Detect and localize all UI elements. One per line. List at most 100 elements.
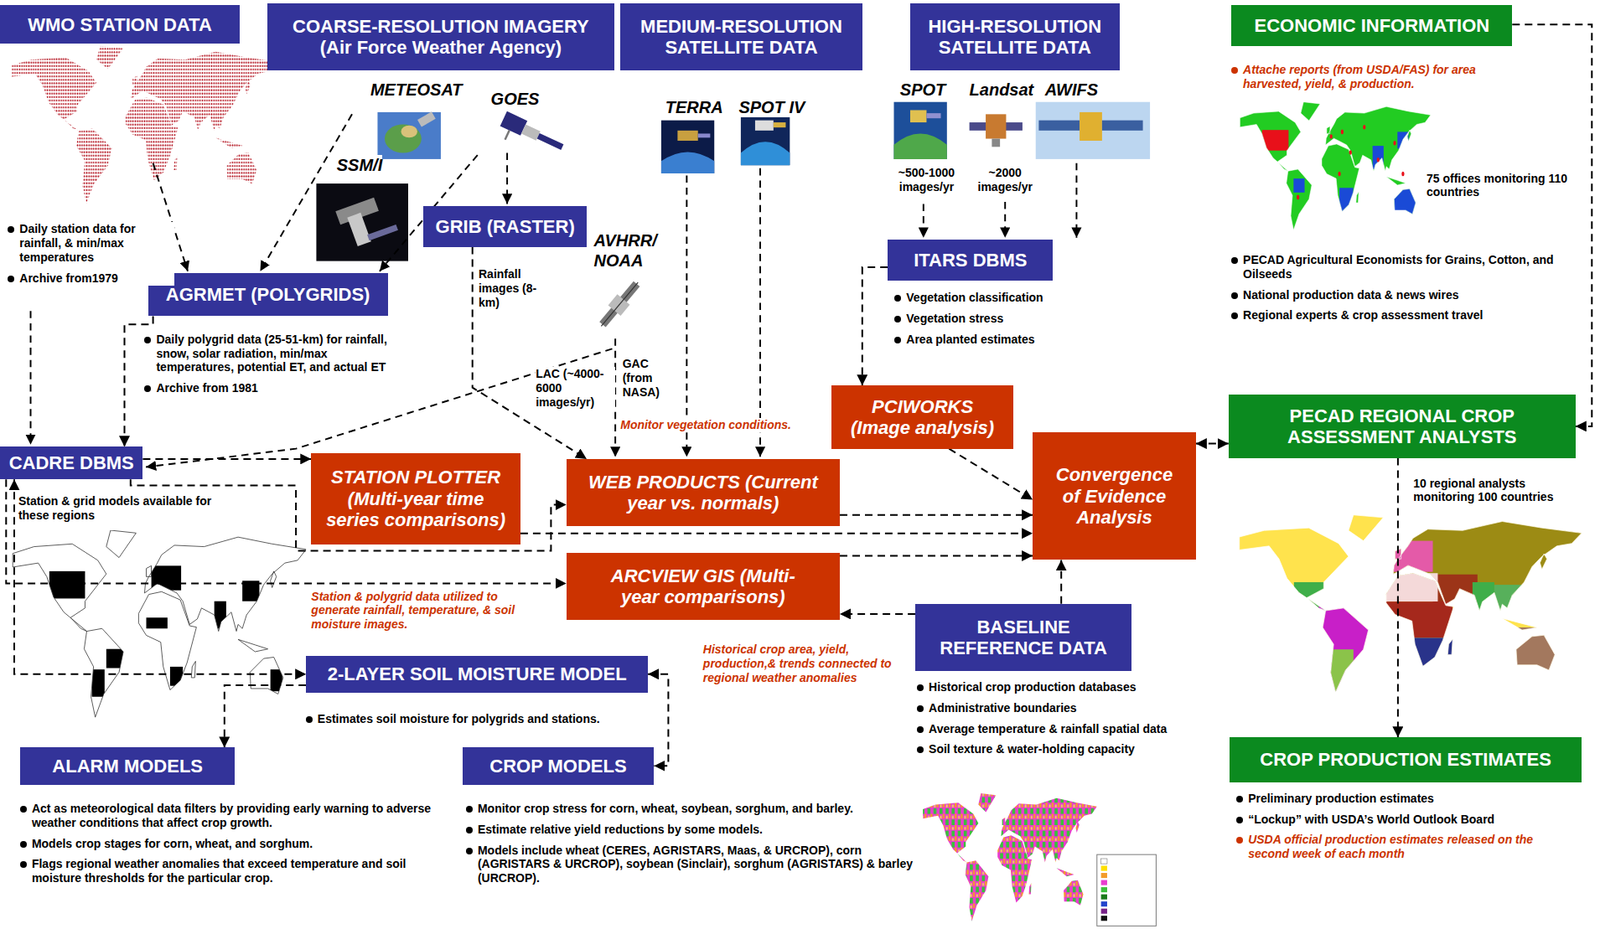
bullet-dot: [1231, 67, 1238, 74]
box-label: HIGH-RESOLUTION SATELLITE DATA: [916, 15, 1114, 59]
bullet-item: Models crop stages for corn, wheat, and …: [18, 837, 452, 852]
process-box: CROP MODELS: [462, 747, 655, 786]
bullet-item: Administrative boundaries: [915, 701, 1222, 716]
spot-picture: [894, 102, 948, 160]
avhrr-picture: [595, 277, 645, 332]
box-label: CROP MODELS: [489, 755, 627, 777]
bullet-dot: [1231, 292, 1238, 300]
bullet-dot: [466, 827, 473, 834]
bullet-list: Act as meteorological data filters by pr…: [18, 802, 452, 886]
text-label: SPOT: [900, 79, 946, 100]
text-label: Landsat: [969, 79, 1035, 100]
bullet-dot: [1236, 817, 1243, 824]
bullet-dot: [7, 226, 15, 234]
box-label: CADRE DBMS: [9, 452, 135, 474]
bullet-item: Preliminary production estimates: [1234, 792, 1577, 807]
bullet-list: Monitor crop stress for corn, wheat, soy…: [464, 802, 914, 886]
dashed-connector: [1196, 443, 1229, 446]
landsat-picture: [965, 102, 1027, 160]
bullet-item: Area planted estimates: [892, 332, 1097, 347]
process-box: COARSE-RESOLUTION IMAGERY (Air Force Wea…: [267, 3, 615, 71]
bullet-list: Preliminary production estimates“Lockup”…: [1234, 792, 1577, 862]
text-label: AWIFS: [1045, 79, 1098, 100]
process-box: ALARM MODELS: [20, 747, 235, 786]
box-label: STATION PLOTTER (Multi-year time series …: [317, 466, 514, 531]
bullet-dot: [916, 684, 924, 692]
process-box: ITARS DBMS: [887, 239, 1053, 281]
bullet-dot: [894, 295, 901, 302]
terra-picture: [661, 120, 715, 174]
process-box: CROP PRODUCTION ESTIMATES: [1229, 737, 1582, 783]
process-box: BASELINE REFERENCE DATA: [915, 604, 1132, 672]
bullet-item: Regional experts & crop assessment trave…: [1229, 308, 1567, 323]
bullet-item: National production data & news wires: [1229, 288, 1567, 303]
box-label: ARCVIEW GIS (Multi-year comparisons): [573, 565, 834, 609]
box-label: AGRMET (POLYGRIDS): [165, 284, 371, 306]
bullet-item: Historical crop production databases: [915, 680, 1222, 695]
dashed-connector: [472, 247, 587, 460]
dashed-connector: [839, 555, 1033, 558]
bullet-item: Archive from 1981: [142, 381, 398, 396]
spot4-picture: [740, 112, 790, 166]
bullet-item: Average temperature & rainfall spatial d…: [915, 722, 1222, 737]
bullet-dot: [1236, 796, 1243, 803]
bullet-item: Daily polygrid data (25-51-km) for rainf…: [142, 332, 398, 375]
soil-map-key: [1097, 854, 1157, 927]
bullet-dot: [20, 841, 27, 849]
bullet-item: Daily station data for rainfall, & min/m…: [5, 222, 175, 265]
text-label: ~2000 images/yr: [969, 165, 1041, 195]
dashed-connector: [839, 514, 1033, 517]
bullet-dot: [1236, 837, 1243, 845]
bullet-list: Vegetation classificationVegetation stre…: [892, 290, 1097, 347]
process-box: AGRMET (POLYGRIDS): [148, 273, 389, 316]
office-map: [1239, 102, 1431, 231]
analyst-region-map: [1239, 515, 1582, 710]
text-label: METEOSAT: [370, 79, 463, 100]
bullet-list: Attache reports (from USDA/FAS) for area…: [1229, 62, 1536, 92]
bullet-dot: [466, 806, 473, 813]
bullet-dot: [144, 336, 151, 344]
bullet-dot: [916, 705, 924, 713]
process-box: MEDIUM-RESOLUTION SATELLITE DATA: [620, 3, 863, 71]
process-box: GRIB (RASTER): [423, 206, 587, 248]
text-label: Monitor vegetation conditions.: [620, 418, 792, 433]
bullet-item: Attache reports (from USDA/FAS) for area…: [1229, 62, 1536, 92]
dashed-connector: [1397, 458, 1399, 739]
box-label: Convergence of Evidence Analysis: [1039, 464, 1190, 529]
dashed-connector: [862, 267, 888, 386]
bullet-dot: [20, 806, 27, 813]
process-box: ECONOMIC INFORMATION: [1231, 5, 1512, 47]
dashed-connector: [224, 685, 306, 748]
box-label: COARSE-RESOLUTION IMAGERY (Air Force Wea…: [274, 15, 608, 59]
ssmi-picture: [315, 183, 409, 262]
text-label: GOES: [491, 88, 540, 109]
dashed-connector: [1060, 559, 1062, 604]
bullet-dot: [20, 861, 27, 869]
box-label: WEB PRODUCTS (Current year vs. normals): [573, 471, 834, 515]
text-label: GAC (from NASA): [622, 357, 679, 399]
dashed-connector: [839, 613, 916, 616]
process-box: STATION PLOTTER (Multi-year time series …: [310, 453, 521, 546]
dashed-connector: [948, 449, 1033, 501]
process-box: 2-LAYER SOIL MOISTURE MODEL: [305, 656, 648, 694]
box-label: BASELINE REFERENCE DATA: [921, 616, 1125, 660]
awifs-picture: [1035, 102, 1150, 160]
process-box: HIGH-RESOLUTION SATELLITE DATA: [910, 3, 1120, 71]
process-box: WEB PRODUCTS (Current year vs. normals): [566, 459, 840, 527]
box-label: ALARM MODELS: [51, 755, 203, 777]
process-box: WMO STATION DATA: [0, 5, 240, 44]
box-label: PCIWORKS (Image analysis): [838, 396, 1007, 440]
text-label: SSM/I: [336, 155, 383, 176]
bullet-dot: [466, 848, 473, 855]
station-map: [11, 46, 278, 204]
box-label: ITARS DBMS: [913, 249, 1027, 271]
bullet-dot: [7, 275, 15, 283]
box-label: PECAD REGIONAL CROP ASSESSMENT ANALYSTS: [1235, 405, 1569, 449]
edge-label: Historical crop area, yield, production,…: [703, 642, 907, 685]
edge-label: Rainfall images (8-km): [478, 267, 542, 310]
box-label: 2-LAYER SOIL MOISTURE MODEL: [327, 663, 627, 685]
process-box: PECAD REGIONAL CROP ASSESSMENT ANALYSTS: [1228, 394, 1576, 458]
bullet-dot: [894, 336, 901, 344]
bullet-item: Act as meteorological data filters by pr…: [18, 802, 452, 831]
dashed-connector: [520, 533, 1033, 535]
